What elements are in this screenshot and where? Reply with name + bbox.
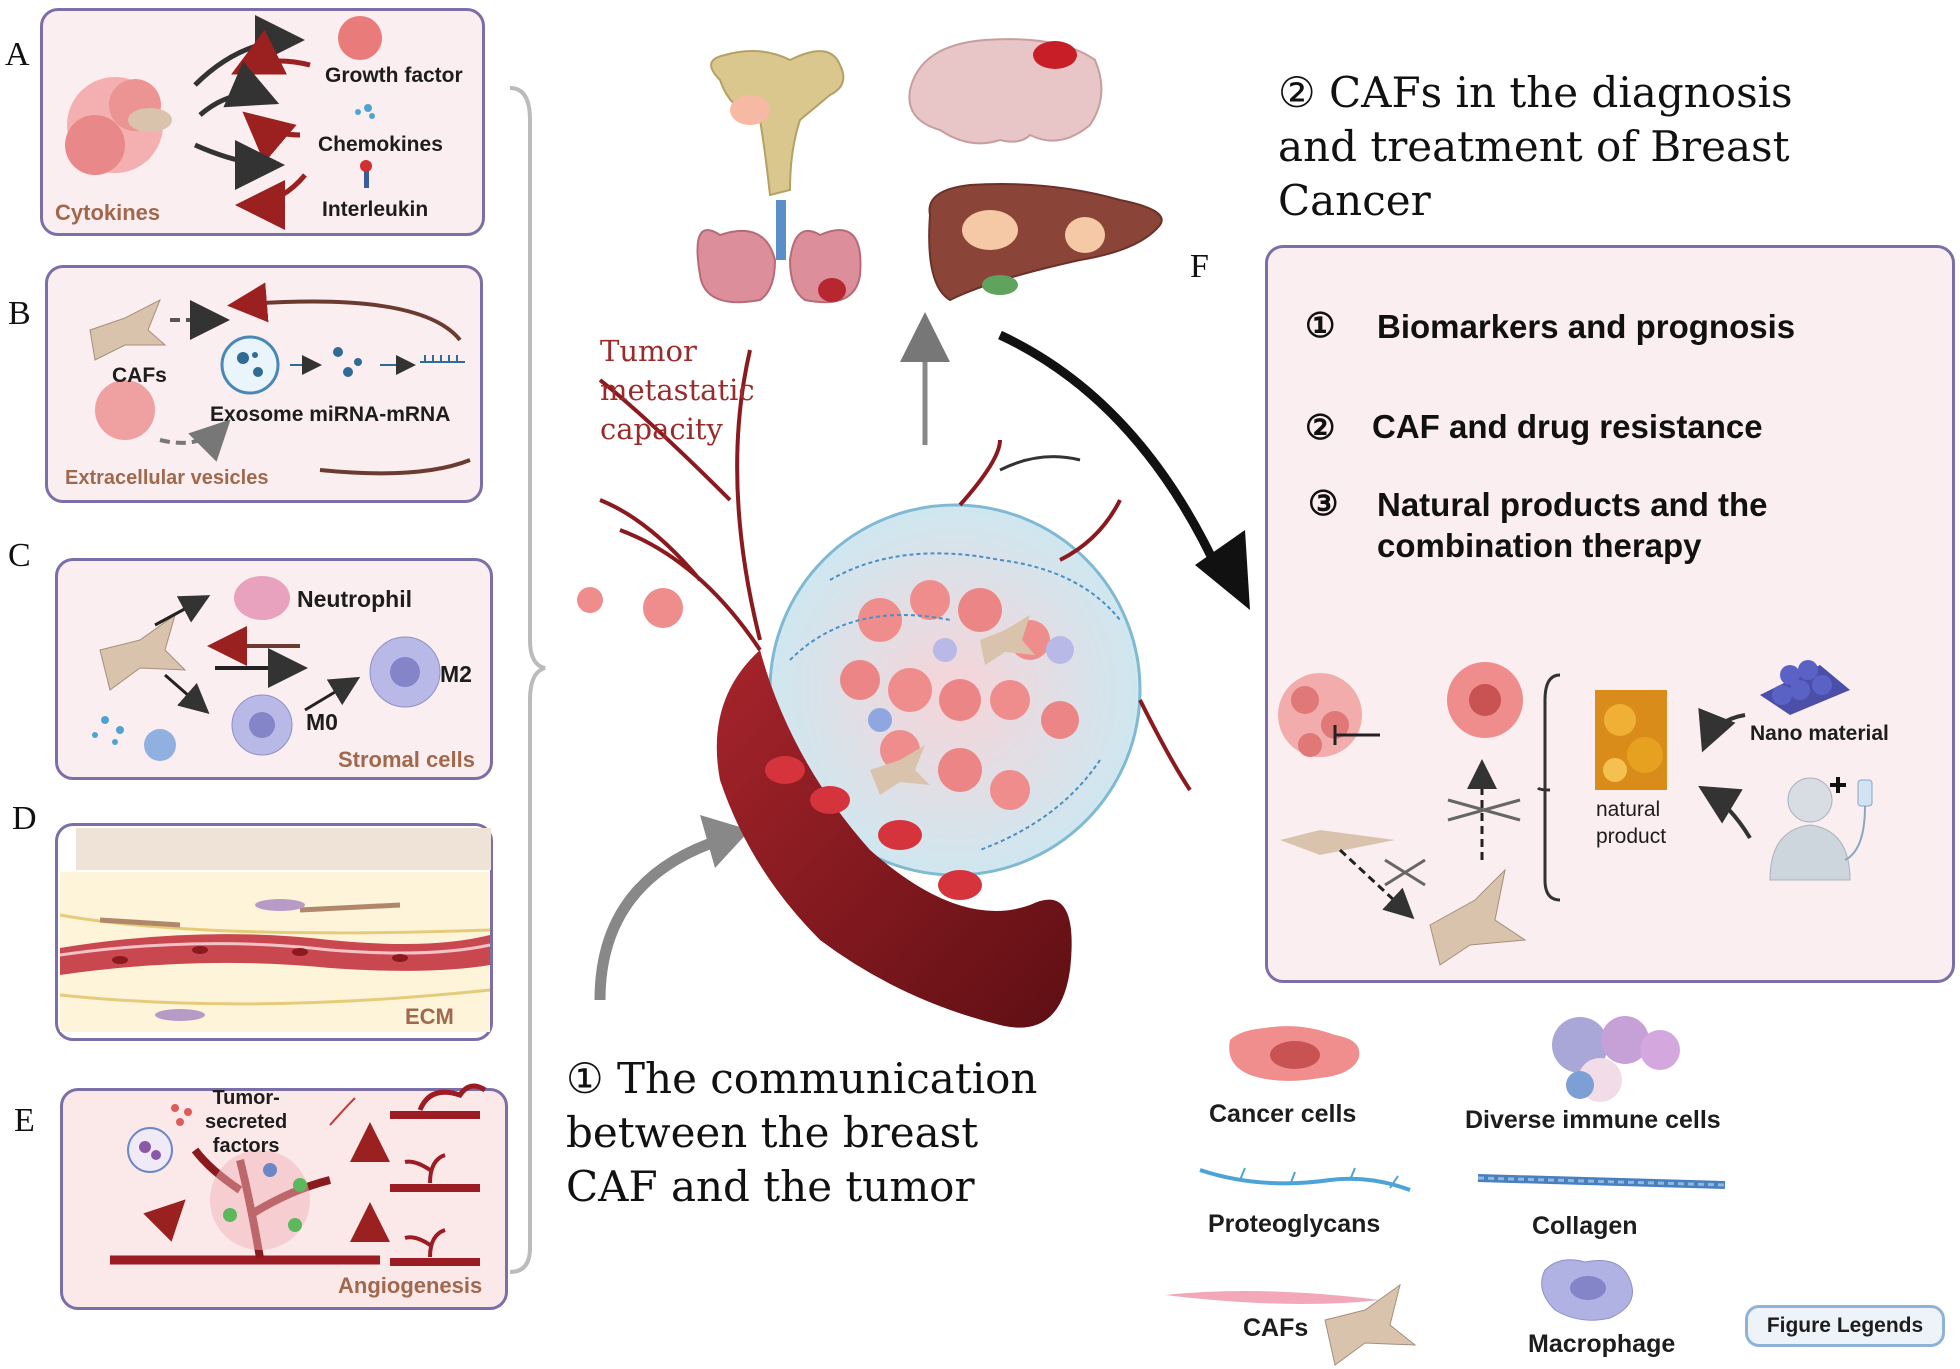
label-m0: M0 [306,709,338,735]
blood-vessel [598,349,1192,1028]
legend-cafs: CAFs [1243,1314,1309,1342]
panel-d-tag: ECM [405,1004,454,1029]
f-item-2-num: ② [1305,409,1336,447]
label-neutrophil: Neutrophil [297,586,412,612]
panel-a-graphics [65,15,382,230]
legend-proteoglycans: Proteoglycans [1208,1210,1381,1238]
label-tumor-secreted-factors: Tumor- secreted factors [205,1087,288,1157]
proteoglycan-swatch [1199,1168,1411,1192]
metastatic-capacity-label: Tumor metastatic capacity [600,334,755,446]
arrow-to-panel-f [998,330,1225,577]
metastasis-organs [696,38,1163,304]
tumor-mass [768,503,1142,877]
panel-letter-d: D [12,800,37,837]
legend-immune-cells: Diverse immune cells [1465,1106,1721,1134]
panel-letter-e: E [14,1102,35,1139]
f-item-1-num: ① [1305,307,1336,345]
panel-letter-b: B [8,295,31,332]
panel-f-graphics [1278,660,1873,966]
communication-title: ① The communication between the breast C… [566,1054,1038,1211]
panel-a-tag: Cytokines [55,200,161,225]
label-cafs: CAFs [112,364,167,387]
macrophage-swatch [1541,1259,1633,1321]
arrow-into-tumor [594,834,722,1001]
legend-cancer-cells: Cancer cells [1209,1100,1357,1128]
panel-c-tag: Stromal cells [338,747,475,772]
panel-d-graphics [59,828,491,1032]
f-item-2-text: CAF and drug resistance [1372,408,1763,445]
label-growth-factor: Growth factor [325,64,463,87]
panels-bracket [509,86,546,1274]
panel-b-tag: Extracellular vesicles [65,467,269,489]
label-exosome: Exosome miRNA-mRNA [210,403,451,426]
panel-c-graphics [92,576,441,761]
label-chemokines: Chemokines [318,133,443,156]
f-item-3-num: ③ [1308,485,1339,523]
legend-graphics [1165,1016,1726,1366]
panel-letter-f: F [1190,248,1209,285]
figure-legends-button[interactable]: Figure Legends [1745,1305,1945,1347]
diagnosis-title: ② CAFs in the diagnosis and treatment of… [1278,68,1793,225]
label-m2: M2 [440,661,472,687]
panel-d-box [55,823,493,1041]
f-item-1-text: Biomarkers and prognosis [1377,308,1796,345]
panel-letter-c: C [8,537,31,574]
panel-e-graphics [110,1083,487,1266]
legend-collagen: Collagen [1532,1212,1638,1240]
immune-cells-swatch [1552,1016,1680,1102]
panel-e-tag: Angiogenesis [338,1273,483,1298]
panel-letter-a: A [5,36,30,73]
cafs-swatch [1165,1291,1380,1304]
label-nano-material: Nano material [1750,722,1889,745]
label-natural-product: natural product [1596,798,1667,848]
label-interleukin: Interleukin [322,198,429,221]
panel-b-graphics [89,282,471,476]
legend-macrophage: Macrophage [1528,1330,1676,1358]
f-item-3-text: Natural products and the combination the… [1377,486,1768,564]
